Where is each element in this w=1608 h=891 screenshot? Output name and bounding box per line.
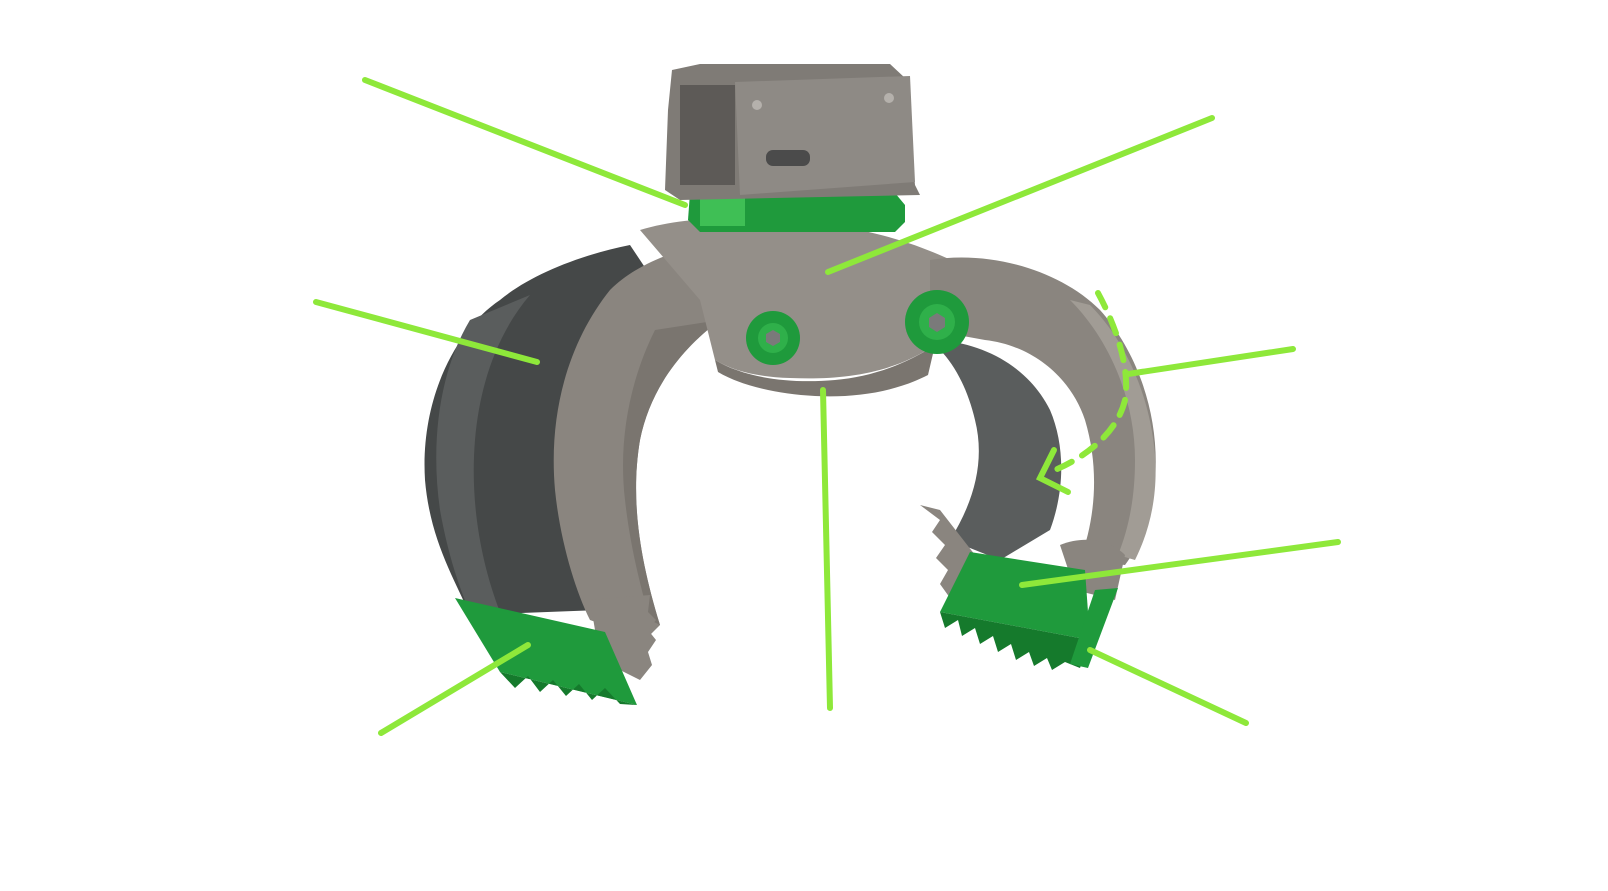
callout-right-cutting-edge <box>1087 647 1249 726</box>
left-cutting-edge-teeth <box>500 672 637 705</box>
top-mount-bolt <box>884 93 894 103</box>
callout-right-jaw-teeth <box>1019 539 1341 588</box>
center-body <box>640 218 975 379</box>
left-jaw-arm <box>553 240 790 640</box>
center-body-underside <box>715 345 935 397</box>
rotator-ring-highlight <box>700 198 745 226</box>
right-jaw-arm-light <box>1070 300 1156 560</box>
left-jaw-arm-shade <box>623 320 720 625</box>
left-pivot-pin <box>746 311 800 365</box>
top-mount-slot <box>766 150 810 166</box>
right-pivot-pin <box>905 290 969 354</box>
callout-rotator-ring <box>362 77 688 208</box>
top-mount-inner <box>680 85 735 185</box>
right-jaw-inner <box>940 340 1062 560</box>
top-mount-bolt <box>752 100 762 110</box>
right-teeth-row <box>940 612 1090 670</box>
callout-right-jaw <box>1125 346 1296 377</box>
closing-motion-arrow <box>1035 290 1130 495</box>
right-cutting-edge-plate <box>1070 588 1118 668</box>
right-teeth-edge <box>920 505 975 598</box>
grapple-illustration <box>424 64 1156 705</box>
callout-jaw-opening <box>820 387 833 711</box>
left-cutting-edge-plate <box>455 598 637 705</box>
callout-left-shell <box>313 299 540 365</box>
callout-left-cutting-edge <box>378 642 531 736</box>
left-shell-highlight <box>436 295 530 612</box>
callout-upper-frame <box>825 115 1215 275</box>
right-teeth-plate <box>940 552 1090 640</box>
